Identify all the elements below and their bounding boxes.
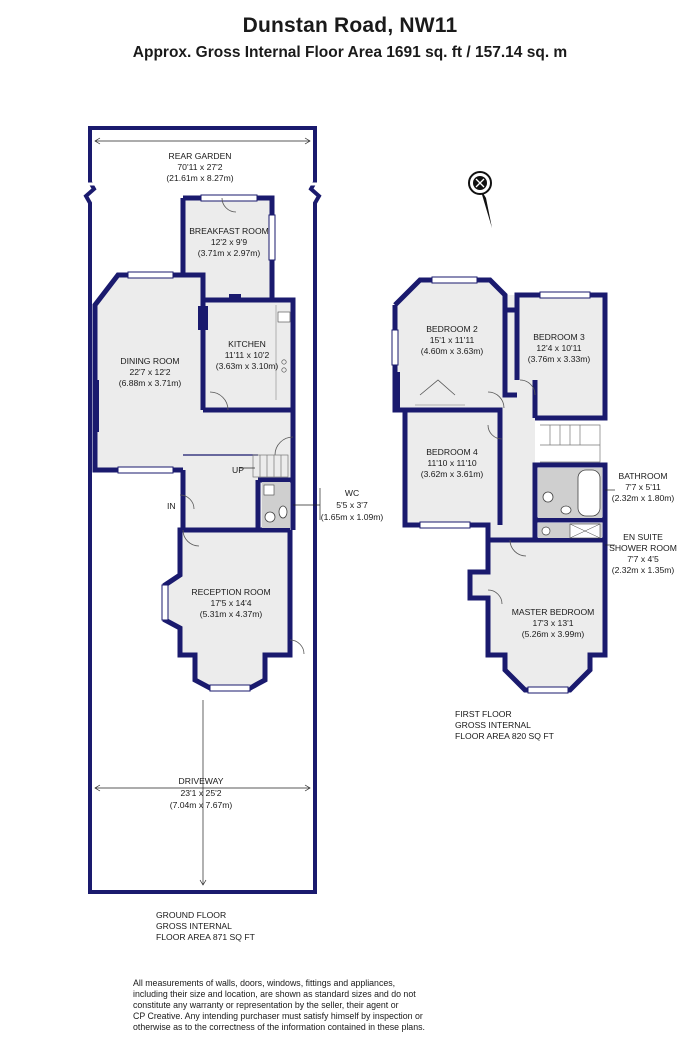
svg-text:(4.60m x 3.63m): (4.60m x 3.63m) (421, 346, 484, 356)
svg-text:11'11 x 10'2: 11'11 x 10'2 (225, 350, 270, 360)
svg-text:KITCHEN: KITCHEN (228, 339, 266, 349)
room-label-driveway: DRIVEWAY 23'1 x 25'2 (7.04m x 7.67m) (170, 776, 233, 810)
svg-text:(3.76m x 3.33m): (3.76m x 3.33m) (528, 354, 591, 364)
kitchen-fixtures (275, 305, 291, 400)
svg-text:12'4 x 10'11: 12'4 x 10'11 (536, 343, 581, 353)
svg-text:(5.26m x 3.99m): (5.26m x 3.99m) (522, 629, 585, 639)
svg-text:BEDROOM 4: BEDROOM 4 (426, 447, 478, 457)
svg-text:BATHROOM: BATHROOM (618, 471, 667, 481)
page-subtitle: Approx. Gross Internal Floor Area 1691 s… (132, 44, 568, 61)
svg-text:23'1 x 25'2: 23'1 x 25'2 (180, 788, 221, 798)
room-label-bathroom: BATHROOM 7'7 x 5'11 (2.32m x 1.80m) (605, 471, 674, 503)
room-label-dining-room: DINING ROOM 22'7 x 12'2 (6.88m x 3.71m) (119, 356, 182, 388)
svg-text:WC: WC (345, 488, 359, 498)
svg-text:BEDROOM 2: BEDROOM 2 (426, 324, 478, 334)
svg-text:15'1 x 11'11: 15'1 x 11'11 (430, 335, 475, 345)
svg-text:(2.32m x 1.80m): (2.32m x 1.80m) (612, 493, 675, 503)
ground-windows (117, 194, 276, 692)
svg-text:BREAKFAST ROOM: BREAKFAST ROOM (189, 226, 269, 236)
ground-stairs (240, 454, 289, 478)
svg-text:GROUND FLOOR: GROUND FLOOR (156, 910, 226, 920)
entrance-in-label: IN (167, 501, 176, 511)
svg-text:FIRST FLOOR: FIRST FLOOR (455, 709, 512, 719)
ground-floor-plan: REAR GARDEN 70'11 x 27'2 (21.61m x 8.27m… (82, 126, 383, 942)
disclaimer-line: otherwise as to the correctness of the i… (133, 1022, 425, 1032)
svg-text:70'11 x 27'2: 70'11 x 27'2 (177, 162, 222, 172)
first-floor-plan: BEDROOM 2 15'1 x 11'11 (4.60m x 3.63m) B… (391, 276, 677, 741)
disclaimer: All measurements of walls, doors, window… (133, 978, 433, 1033)
bathroom-fixtures (538, 468, 602, 518)
disclaimer-line: All measurements of walls, doors, window… (133, 978, 396, 988)
room-label-master-bedroom: MASTER BEDROOM 17'3 x 13'1 (5.26m x 3.99… (512, 607, 595, 639)
svg-text:(3.71m x 2.97m): (3.71m x 2.97m) (198, 248, 261, 258)
svg-text:17'5 x 14'4: 17'5 x 14'4 (210, 598, 251, 608)
svg-text:(2.32m x 1.35m): (2.32m x 1.35m) (612, 565, 675, 575)
disclaimer-line: CP Creative. Any intending purchaser mus… (133, 1011, 423, 1021)
stair-up-label: UP (232, 465, 244, 475)
room-label-bedroom3: BEDROOM 3 12'4 x 10'11 (3.76m x 3.33m) (528, 332, 591, 364)
svg-text:FLOOR AREA 871 SQ FT: FLOOR AREA 871 SQ FT (156, 932, 256, 942)
ground-doors (179, 197, 305, 655)
ensuite-fixtures (538, 523, 602, 539)
svg-text:(21.61m x 8.27m): (21.61m x 8.27m) (166, 173, 233, 183)
first-floor-stairs (540, 424, 601, 463)
room-label-reception-room: RECEPTION ROOM 17'5 x 14'4 (5.31m x 4.37… (191, 587, 270, 619)
disclaimer-line: including their size and location, are s… (133, 989, 416, 999)
garden-dimension (94, 137, 311, 145)
svg-text:EN SUITE: EN SUITE (623, 532, 663, 542)
svg-text:22'7 x 12'2: 22'7 x 12'2 (129, 367, 170, 377)
svg-text:(6.88m x 3.71m): (6.88m x 3.71m) (119, 378, 182, 388)
compass-icon (468, 171, 492, 228)
svg-text:17'3 x 13'1: 17'3 x 13'1 (532, 618, 573, 628)
svg-text:7'7 x 4'5: 7'7 x 4'5 (627, 554, 659, 564)
svg-text:GROSS INTERNAL: GROSS INTERNAL (455, 720, 531, 730)
room-label-wc: WC 5'5 x 3'7 (1.65m x 1.09m) (293, 488, 383, 522)
svg-text:DRIVEWAY: DRIVEWAY (179, 776, 224, 786)
svg-text:DINING ROOM: DINING ROOM (120, 356, 179, 366)
room-label-breakfast-room: BREAKFAST ROOM 12'2 x 9'9 (3.71m x 2.97m… (189, 226, 269, 258)
svg-text:RECEPTION ROOM: RECEPTION ROOM (191, 587, 270, 597)
svg-text:7'7 x 5'11: 7'7 x 5'11 (625, 482, 661, 492)
driveway-dimension (94, 700, 311, 886)
disclaimer-line: constitute any warranty or representatio… (133, 1000, 399, 1010)
svg-text:(1.65m x 1.09m): (1.65m x 1.09m) (321, 512, 384, 522)
svg-text:(5.31m x 4.37m): (5.31m x 4.37m) (200, 609, 263, 619)
plot-boundary (83, 126, 322, 894)
svg-text:(3.62m x 3.61m): (3.62m x 3.61m) (421, 469, 484, 479)
svg-text:12'2 x 9'9: 12'2 x 9'9 (211, 237, 247, 247)
svg-text:11'10 x 11'10: 11'10 x 11'10 (427, 458, 477, 468)
svg-text:MASTER BEDROOM: MASTER BEDROOM (512, 607, 595, 617)
svg-text:REAR GARDEN: REAR GARDEN (168, 151, 231, 161)
header: Dunstan Road, NW11 Approx. Gross Interna… (0, 14, 700, 62)
first-floor-caption: FIRST FLOOR GROSS INTERNAL FLOOR AREA 82… (455, 709, 555, 741)
room-label-bedroom2: BEDROOM 2 15'1 x 11'11 (4.60m x 3.63m) (421, 324, 484, 356)
room-label-kitchen: KITCHEN 11'11 x 10'2 (3.63m x 3.10m) (216, 339, 279, 371)
svg-text:5'5 x 3'7: 5'5 x 3'7 (336, 500, 368, 510)
ground-floor-caption: GROUND FLOOR GROSS INTERNAL FLOOR AREA 8… (156, 910, 256, 942)
svg-text:BEDROOM 3: BEDROOM 3 (533, 332, 585, 342)
first-floor-doors (487, 379, 536, 605)
wc-fixtures (262, 482, 290, 528)
first-floor-windows (391, 276, 591, 694)
room-label-ensuite: EN SUITE SHOWER ROOM 7'7 x 4'5 (2.32m x … (605, 532, 677, 575)
svg-text:(3.63m x 3.10m): (3.63m x 3.10m) (216, 361, 279, 371)
room-label-bedroom4: BEDROOM 4 11'10 x 11'10 (3.62m x 3.61m) (421, 447, 484, 479)
svg-text:GROSS INTERNAL: GROSS INTERNAL (156, 921, 232, 931)
svg-text:(7.04m x 7.67m): (7.04m x 7.67m) (170, 800, 233, 810)
bedroom2-wardrobe (415, 379, 465, 406)
page-title: Dunstan Road, NW11 (242, 14, 458, 37)
svg-text:SHOWER ROOM: SHOWER ROOM (609, 543, 677, 553)
room-label-rear-garden: REAR GARDEN 70'11 x 27'2 (21.61m x 8.27m… (166, 151, 233, 183)
svg-text:FLOOR AREA 820 SQ FT: FLOOR AREA 820 SQ FT (455, 731, 555, 741)
